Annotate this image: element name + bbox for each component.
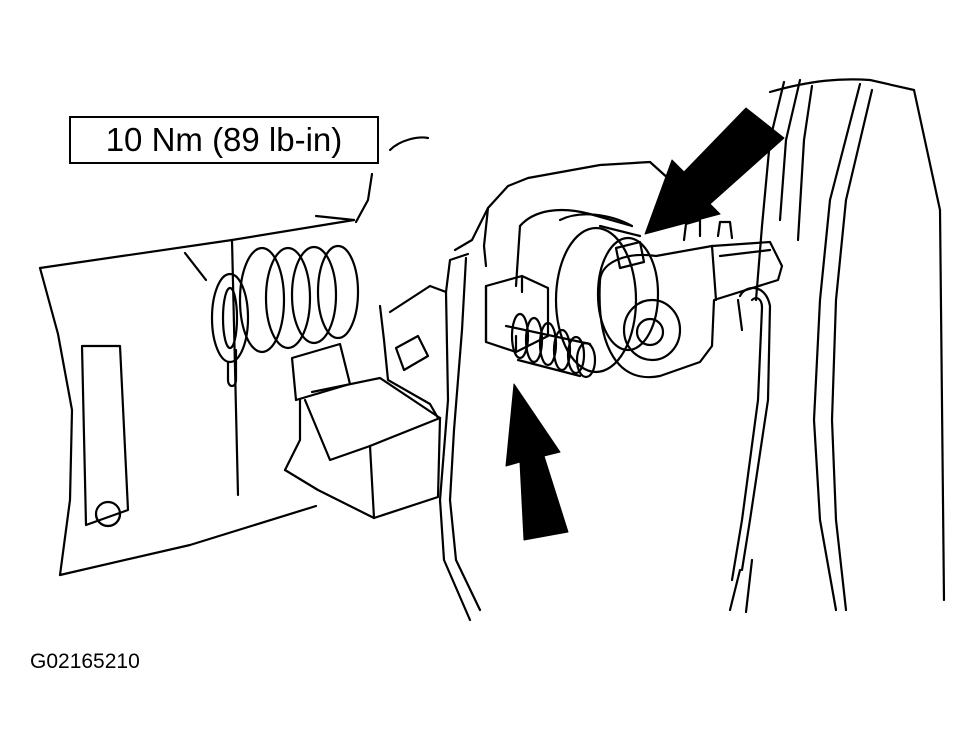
hinge-strap xyxy=(598,218,784,582)
figure-id: G02165210 xyxy=(30,650,140,673)
hinge-check-block xyxy=(283,342,442,520)
hinge-plate xyxy=(378,160,672,622)
door-frame xyxy=(728,78,946,614)
arrow-lower-icon xyxy=(505,383,569,541)
hinge-knuckle xyxy=(514,208,660,374)
arrow-upper-icon xyxy=(644,107,785,235)
hinge-spring xyxy=(210,244,360,388)
pivot-pin xyxy=(635,317,665,347)
hinge-bolt xyxy=(484,274,597,379)
door-panel xyxy=(38,172,374,577)
torque-specification-label: 10 Nm (89 lb-in) xyxy=(69,116,379,164)
callout-leader xyxy=(388,136,430,152)
